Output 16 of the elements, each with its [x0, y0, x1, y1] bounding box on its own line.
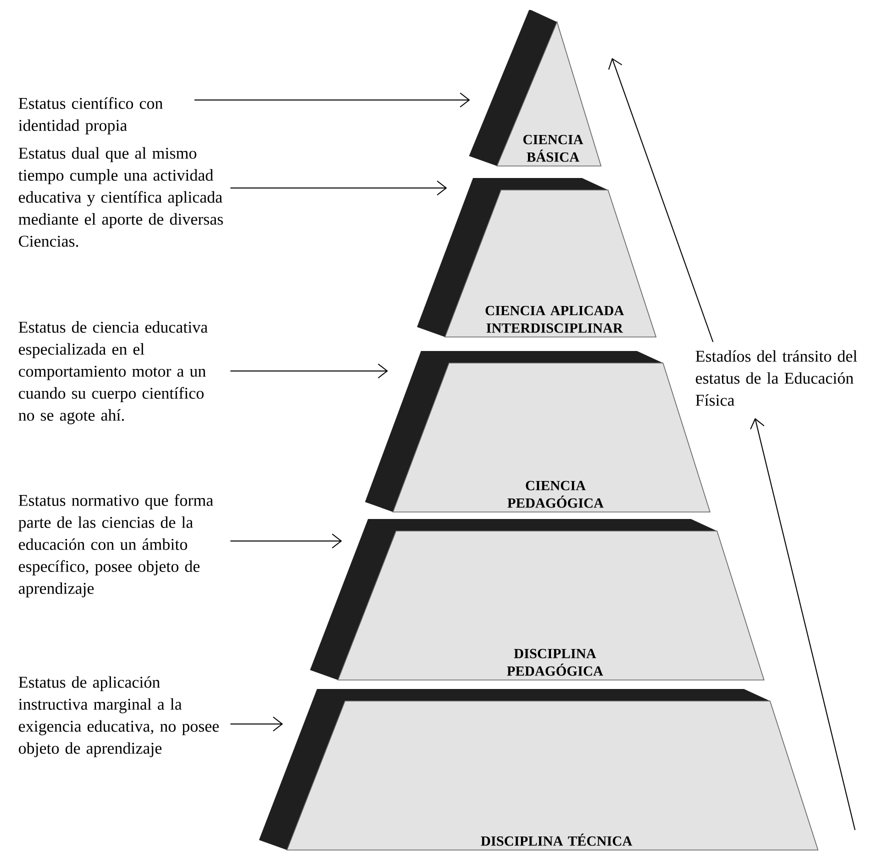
description-text: Estatus de ciencia educativa especializada en el comportamiento motor a un cuando su cuerpo científico no se agote ahí.: [18, 321, 208, 424]
description-text: Estatus científico con identidad propia: [18, 97, 163, 134]
description-text: Estatus de aplicación instructiva marginal a la exigencia educativa, no posee objeto de aprendizaje: [18, 676, 219, 758]
arrow: [230, 716, 283, 732]
arrow: [608, 58, 714, 342]
arrow: [194, 92, 470, 108]
pyramid-level: DISCIPLINA PEDAGÓGICA: [310, 518, 765, 680]
pyramid-level: DISCIPLINA TÉCNICA: [259, 688, 819, 850]
pyramid-level: CIENCIA BÁSICA: [469, 10, 602, 166]
arrow: [230, 533, 342, 548]
arrow: [230, 180, 447, 196]
description-text: Estatus dual que al mismo tiempo cumple una actividad educativa y científica aplicada mediante el aporte de diversas Ciencias.: [18, 147, 223, 247]
description-text: Estatus normativo que forma parte de las ciencias de la educación con un ámbito específico, posee objeto de aprendizaje: [18, 494, 214, 598]
arrow: [230, 363, 388, 378]
arrow: [750, 418, 856, 830]
pyramid-level: CIENCIA APLICADA INTERDISCIPLINAR: [417, 178, 657, 338]
